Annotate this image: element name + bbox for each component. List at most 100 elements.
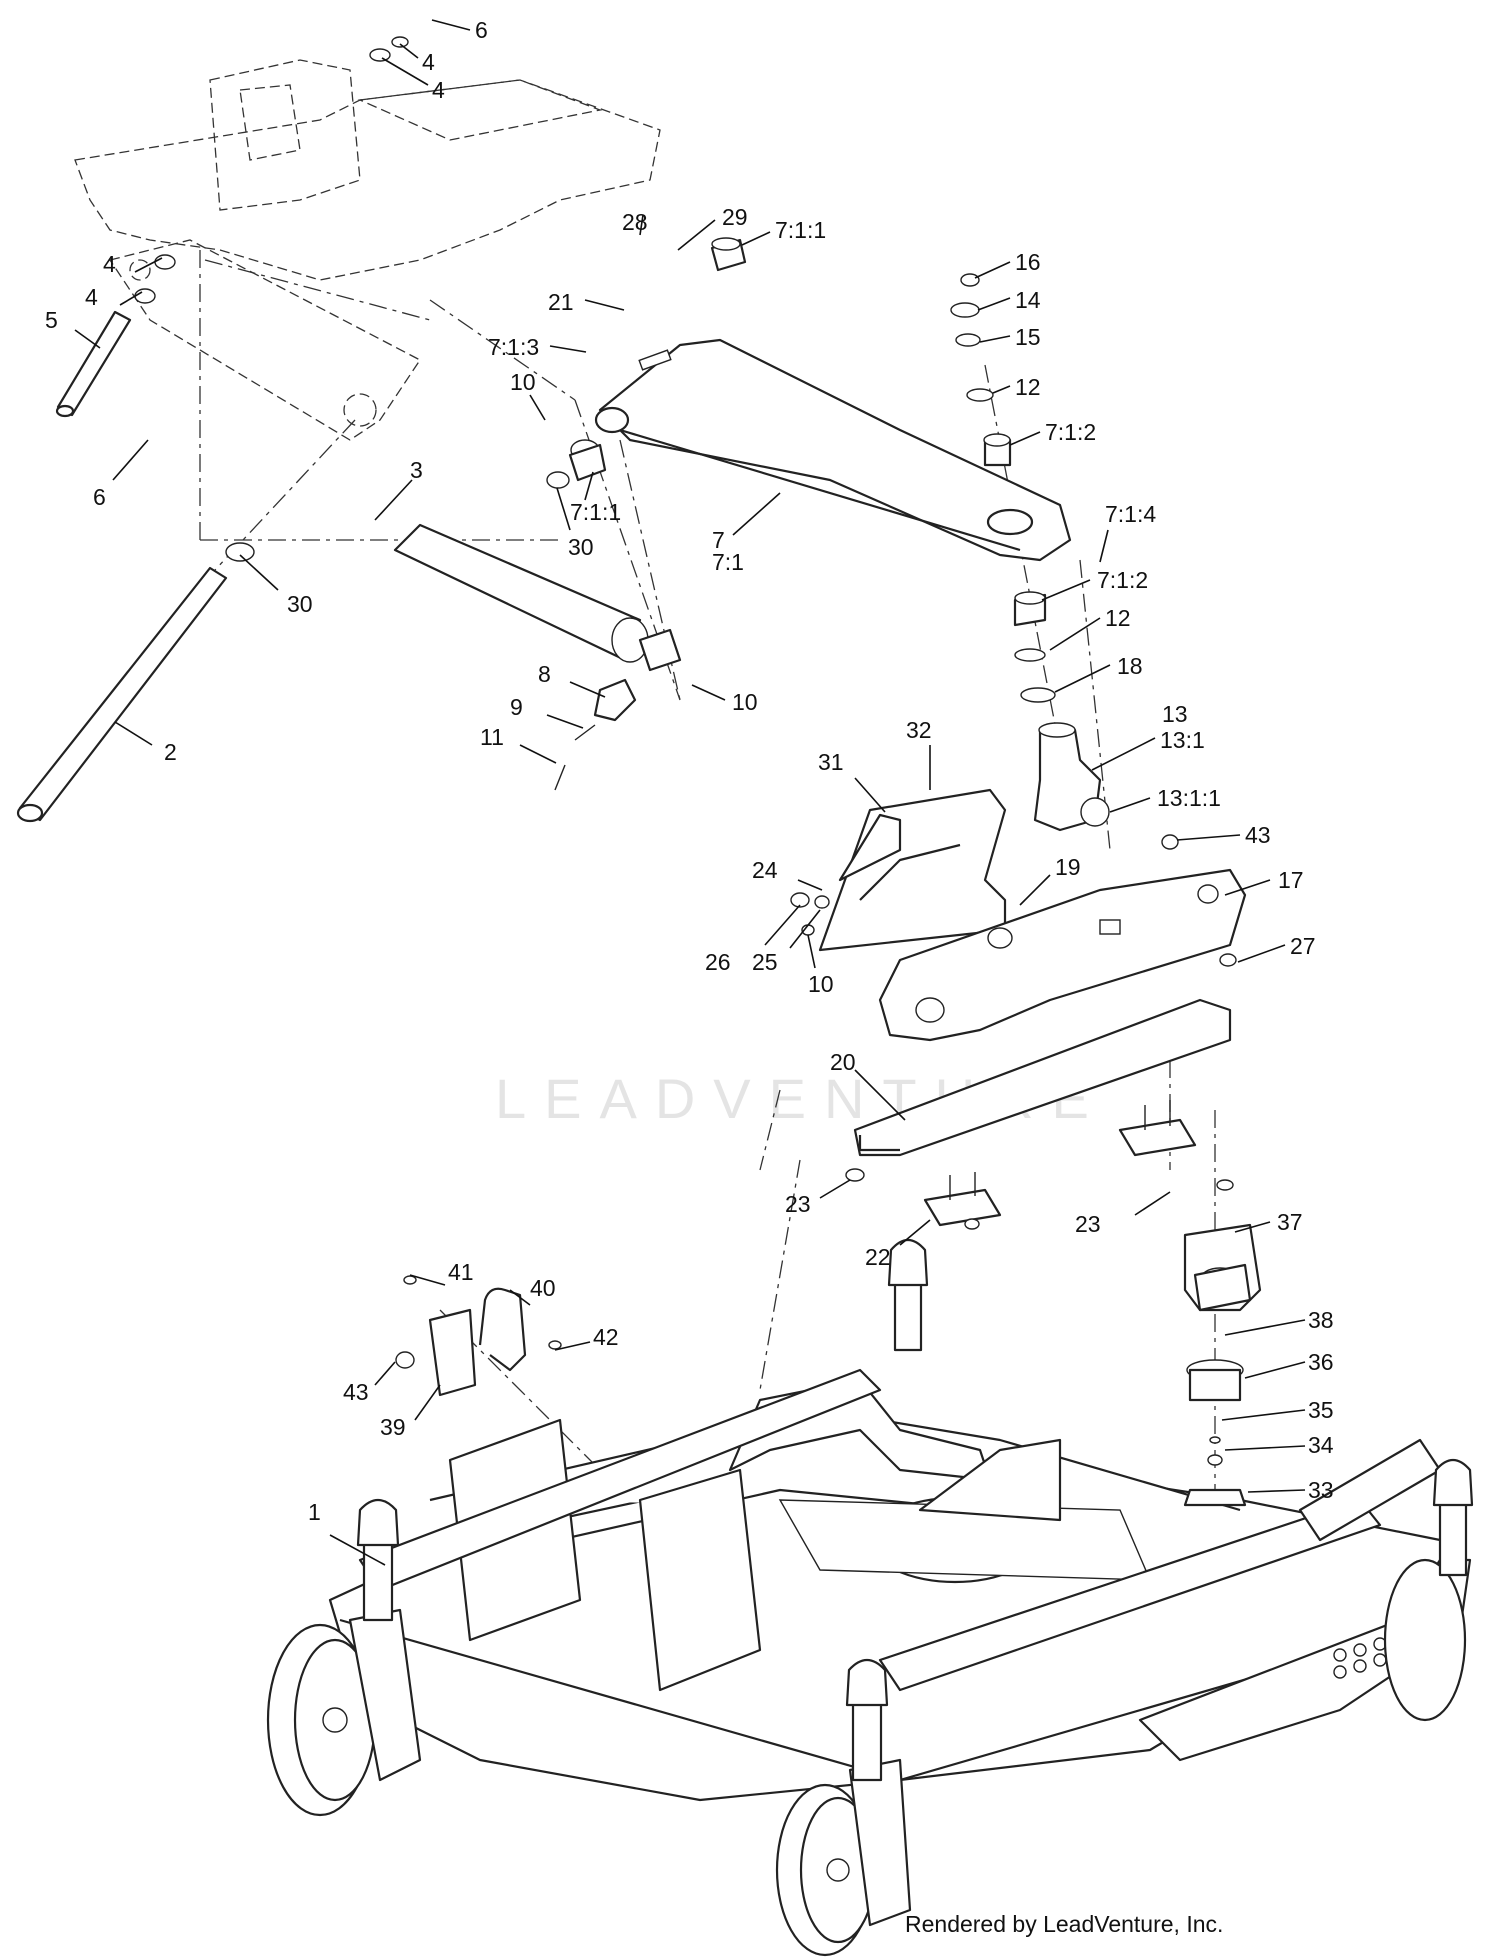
callout: 11 [480, 724, 557, 764]
callouts: 6 4 4 28 29 7:1:1 16 14 15 12 7:1:2 4 4 … [45, 17, 1334, 1566]
callout: 4 [399, 43, 435, 75]
svg-text:10: 10 [732, 689, 758, 715]
svg-text:41: 41 [448, 1259, 474, 1285]
caster-wheel-front-left [775, 1658, 912, 1957]
svg-text:39: 39 [380, 1414, 406, 1440]
callout: 6 [431, 17, 488, 43]
svg-text:9: 9 [510, 694, 523, 720]
part-7-lift-arm [594, 338, 1072, 562]
svg-text:35: 35 [1308, 1397, 1334, 1423]
svg-text:22: 22 [865, 1244, 891, 1270]
caster-wheel-right [1383, 1458, 1474, 1722]
callout: 10 [807, 934, 834, 997]
callout: 1 [308, 1499, 386, 1566]
callout: 41 [409, 1259, 474, 1286]
hardware-stack [950, 273, 1056, 703]
callout: 40 [509, 1275, 556, 1306]
callout: 18 [1054, 653, 1143, 693]
callout: 36 [1244, 1349, 1334, 1379]
svg-text:31: 31 [818, 749, 844, 775]
svg-text:36: 36 [1308, 1349, 1334, 1375]
callout: 9 [510, 694, 584, 729]
callout: 8 [538, 661, 606, 698]
svg-text:3: 3 [410, 457, 423, 483]
callout: 19 [1019, 854, 1081, 906]
svg-text:6: 6 [93, 484, 106, 510]
svg-text:15: 15 [1015, 324, 1041, 350]
callout: 7 [712, 492, 781, 553]
svg-text:17: 17 [1278, 867, 1304, 893]
svg-text:10: 10 [808, 971, 834, 997]
svg-text:7:1:2: 7:1:2 [1097, 567, 1148, 593]
part-5-pin [55, 310, 132, 418]
callout: 7:1:4 [1099, 501, 1156, 563]
washers-4 [134, 36, 600, 562]
mower-deck [328, 1368, 1472, 1802]
part-22-plates [923, 1100, 1197, 1227]
callout: 32 [906, 717, 932, 790]
callout: 22 [865, 1219, 931, 1270]
callout: 10 [691, 684, 758, 715]
callout: 33 [1247, 1477, 1334, 1503]
svg-text:7: 7 [712, 527, 725, 553]
callout: 35 [1221, 1397, 1334, 1423]
callout: 3 [374, 457, 423, 521]
svg-text:7:1:2: 7:1:2 [1045, 419, 1096, 445]
svg-text:12: 12 [1105, 605, 1131, 631]
callout: 30 [239, 554, 313, 617]
svg-text:40: 40 [530, 1275, 556, 1301]
callout: 31 [818, 749, 886, 813]
callout: 7:1 [712, 549, 744, 575]
svg-text:7:1:1: 7:1:1 [775, 217, 826, 243]
svg-text:7:1:4: 7:1:4 [1105, 501, 1156, 527]
callout: 16 [974, 249, 1041, 279]
svg-text:4: 4 [103, 251, 116, 277]
svg-text:13: 13 [1162, 701, 1188, 727]
svg-text:23: 23 [1075, 1211, 1101, 1237]
part-39-bracket [395, 1275, 562, 1397]
svg-text:1: 1 [308, 1499, 321, 1525]
callout: 4 [85, 284, 143, 310]
callout: 23 [1075, 1191, 1171, 1237]
part-8-link [554, 678, 637, 791]
svg-text:33: 33 [1308, 1477, 1334, 1503]
callout: 30 [556, 487, 594, 560]
callout: 42 [554, 1324, 619, 1351]
svg-text:5: 5 [45, 307, 58, 333]
svg-text:2: 2 [164, 739, 177, 765]
callout: 12 [992, 374, 1041, 400]
callout: 7:1:1 [741, 217, 826, 246]
callout: 43 [343, 1361, 396, 1405]
callout: 2 [114, 721, 177, 765]
svg-text:13:1: 13:1 [1160, 727, 1205, 753]
svg-text:13:1:1: 13:1:1 [1157, 785, 1221, 811]
part-40-handle [478, 1287, 527, 1372]
svg-text:4: 4 [432, 77, 445, 103]
callout: 39 [380, 1384, 441, 1440]
callout: 13:1:1 [1109, 785, 1221, 813]
callout: 6 [93, 439, 149, 510]
callout: 38 [1224, 1307, 1334, 1336]
callout: 7:1:1 [570, 471, 621, 525]
svg-text:37: 37 [1277, 1209, 1303, 1235]
svg-text:24: 24 [752, 857, 778, 883]
svg-text:25: 25 [752, 949, 778, 975]
part-24-bracket [818, 788, 1007, 952]
svg-text:21: 21 [548, 289, 574, 315]
svg-text:11: 11 [480, 724, 504, 750]
callout: 4 [381, 57, 445, 103]
svg-text:23: 23 [785, 1191, 811, 1217]
svg-text:26: 26 [705, 949, 731, 975]
callout: 14 [977, 287, 1041, 313]
callout: 10 [510, 369, 546, 421]
svg-text:16: 16 [1015, 249, 1041, 275]
svg-text:42: 42 [593, 1324, 619, 1350]
svg-text:6: 6 [475, 17, 488, 43]
callout: 20 [830, 1049, 906, 1121]
svg-text:28: 28 [622, 209, 648, 235]
svg-text:34: 34 [1308, 1432, 1334, 1458]
callout: 29 [677, 204, 748, 251]
svg-text:4: 4 [85, 284, 98, 310]
svg-text:14: 14 [1015, 287, 1041, 313]
